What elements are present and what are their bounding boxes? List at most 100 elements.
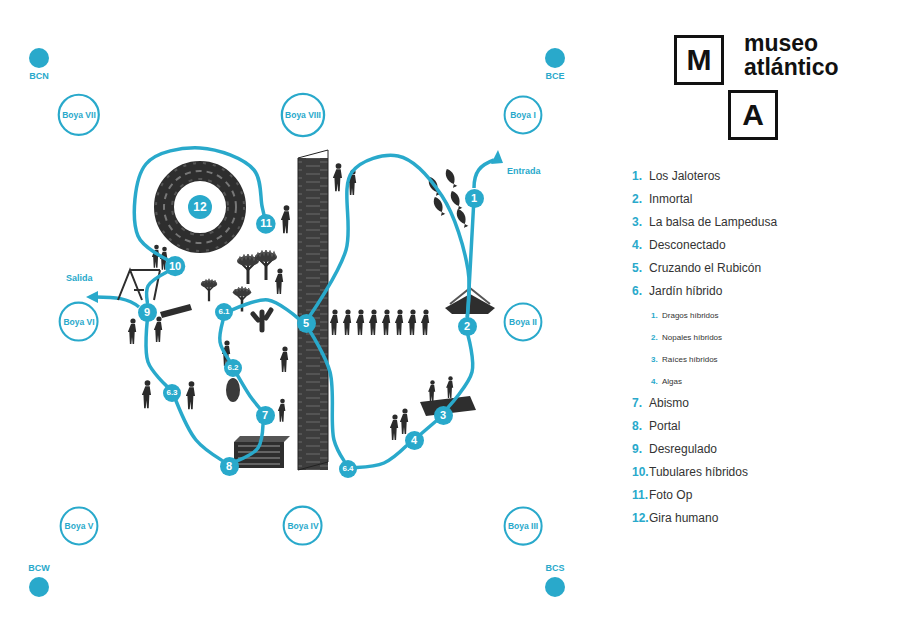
legend-number: 6.: [632, 285, 642, 298]
callout-number: 4: [411, 435, 417, 446]
legend-number: 1.: [651, 312, 658, 321]
callout-number: 6.4: [342, 465, 353, 473]
stop-number: 2: [458, 317, 477, 336]
legend-name: Desregulado: [649, 443, 717, 456]
exit-arrow: [86, 291, 139, 307]
legend-number: 7.: [632, 397, 642, 410]
route-path: [311, 155, 469, 316]
stop-number: 3: [434, 406, 453, 425]
stop-number: 5: [297, 314, 316, 333]
route-path: [357, 446, 407, 468]
stop-number: 12: [188, 195, 212, 219]
beacon-name: BCW: [28, 564, 50, 573]
legend-number: 8.: [632, 420, 642, 433]
buoy-marker: Boya VI: [58, 301, 99, 342]
callout-number: 6.2: [227, 364, 238, 372]
deregulated-sculpture: [118, 245, 192, 344]
buoy-name: Boya II: [509, 318, 537, 327]
legend-name: Los Jaloteros: [649, 170, 720, 183]
callout-number: 6.1: [218, 308, 229, 316]
route-path: [233, 300, 298, 318]
stop-number: 11: [256, 214, 276, 234]
exit-label: Salida: [66, 274, 93, 284]
stop-number: 6.1: [215, 303, 233, 321]
corner-beacon: BCN: [29, 48, 49, 68]
stop-number: 10: [165, 256, 185, 276]
legend-name: Raíces híbridos: [662, 356, 718, 365]
tubular-figures: [142, 380, 195, 409]
callout-number: 11: [260, 218, 272, 229]
stop-number: 8: [220, 457, 239, 476]
legend-name: Tubulares híbridos: [649, 466, 748, 479]
legend-number: 12.: [632, 512, 649, 525]
beacon-name: BCS: [545, 564, 564, 573]
legend-name: La balsa de Lampedusa: [649, 216, 777, 229]
legend-name: Foto Op: [649, 489, 692, 502]
stop-number: 1: [465, 189, 484, 208]
route-path: [448, 335, 472, 407]
stop-circle: [29, 577, 49, 597]
route-path: [237, 424, 263, 461]
corner-beacon: BCS: [545, 577, 565, 597]
buoy-name: Boya V: [65, 522, 94, 531]
route-path: [310, 332, 344, 461]
legend-name: Inmortal: [649, 193, 692, 206]
hybrid-garden: [201, 250, 288, 422]
route-path: [134, 148, 263, 260]
route-path: [238, 376, 259, 408]
buoy-name: Boya VIII: [285, 111, 321, 120]
route-path: [147, 272, 167, 302]
entrance-arrow: [474, 150, 503, 188]
buoy-marker: Boya IV: [282, 505, 323, 546]
corner-beacon: BCE: [545, 48, 565, 68]
stop-number: 6.4: [339, 460, 357, 478]
logo-letter: A: [742, 100, 764, 130]
logo-letter: M: [687, 45, 712, 75]
legend-name: Algas: [662, 378, 682, 387]
callout-number: 9: [144, 307, 150, 318]
museum-title: museo atlántico: [744, 31, 862, 79]
callout-number: 6.3: [166, 389, 177, 397]
stop-number: 6.2: [224, 359, 242, 377]
disconnected-sculpture: [390, 408, 408, 440]
legend-number: 4.: [632, 239, 642, 252]
legend-name: Jardín híbrido: [649, 285, 722, 298]
callout-number: 3: [440, 410, 446, 421]
legend-name: Gira humano: [649, 512, 718, 525]
stop-circle: [545, 577, 565, 597]
legend-number: 2.: [632, 193, 642, 206]
callout-number: 10: [169, 261, 181, 272]
callout-number: 5: [303, 318, 309, 329]
legend-number: 11.: [632, 489, 648, 502]
callout-number: 12: [193, 201, 206, 213]
buoy-name: Boya VI: [63, 318, 94, 327]
stop-circle: [29, 48, 49, 68]
buoy-marker: Boya II: [503, 302, 543, 342]
stop-number: 9: [138, 303, 157, 322]
legend-name: Cruzando el Rubicón: [649, 262, 761, 275]
buoy-marker: Boya VIII: [280, 92, 326, 138]
buoy-marker: Boya I: [503, 95, 543, 135]
callout-number: 1: [471, 193, 477, 204]
corner-beacon: BCW: [29, 577, 49, 597]
buoy-marker: Boya V: [59, 506, 99, 546]
beacon-name: BCE: [545, 72, 564, 81]
logo-box: A: [728, 90, 778, 140]
stop-number: 6.3: [163, 384, 181, 402]
legend-name: Dragos híbridos: [662, 312, 718, 321]
stop-circle: [545, 48, 565, 68]
legend-number: 10.: [632, 466, 649, 479]
buoy-name: Boya IV: [287, 522, 318, 531]
route-path: [146, 321, 166, 385]
legend-name: Nopales híbridos: [662, 334, 722, 343]
buoy-name: Boya VII: [62, 111, 96, 120]
legend-name: Desconectado: [649, 239, 726, 252]
legend-number: 1.: [632, 170, 642, 183]
legend-name: Portal: [649, 420, 680, 433]
photo-op-sculpture: [281, 205, 290, 233]
legend-number: 2.: [651, 334, 658, 343]
stop-number: 7: [256, 406, 275, 425]
legend-number: 5.: [632, 262, 642, 275]
